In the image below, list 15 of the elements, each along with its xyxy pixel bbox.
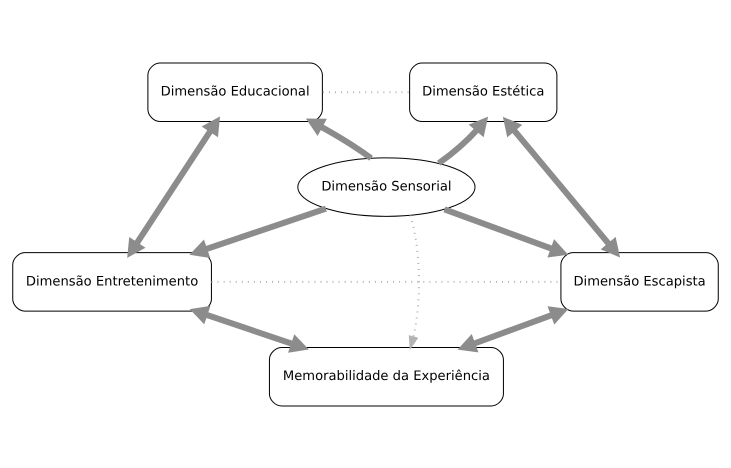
node-box: Dimensão Estética xyxy=(409,62,558,122)
node-box: Dimensão Escapista xyxy=(560,252,719,312)
node-box: Memorabilidade da Experiência xyxy=(268,346,504,406)
arrow xyxy=(458,306,568,352)
arrow xyxy=(306,118,373,160)
node-box: Dimensão Educacional xyxy=(147,62,323,122)
arrow xyxy=(437,116,488,166)
node-ellipse: Dimensão Sensorial xyxy=(297,156,476,216)
arrow xyxy=(443,206,568,257)
node-box: Dimensão Entretenimento xyxy=(12,252,212,312)
arrow xyxy=(408,214,420,350)
arrow xyxy=(189,205,327,258)
arrow xyxy=(127,116,220,258)
arrow xyxy=(190,305,309,352)
arrow xyxy=(502,116,620,257)
